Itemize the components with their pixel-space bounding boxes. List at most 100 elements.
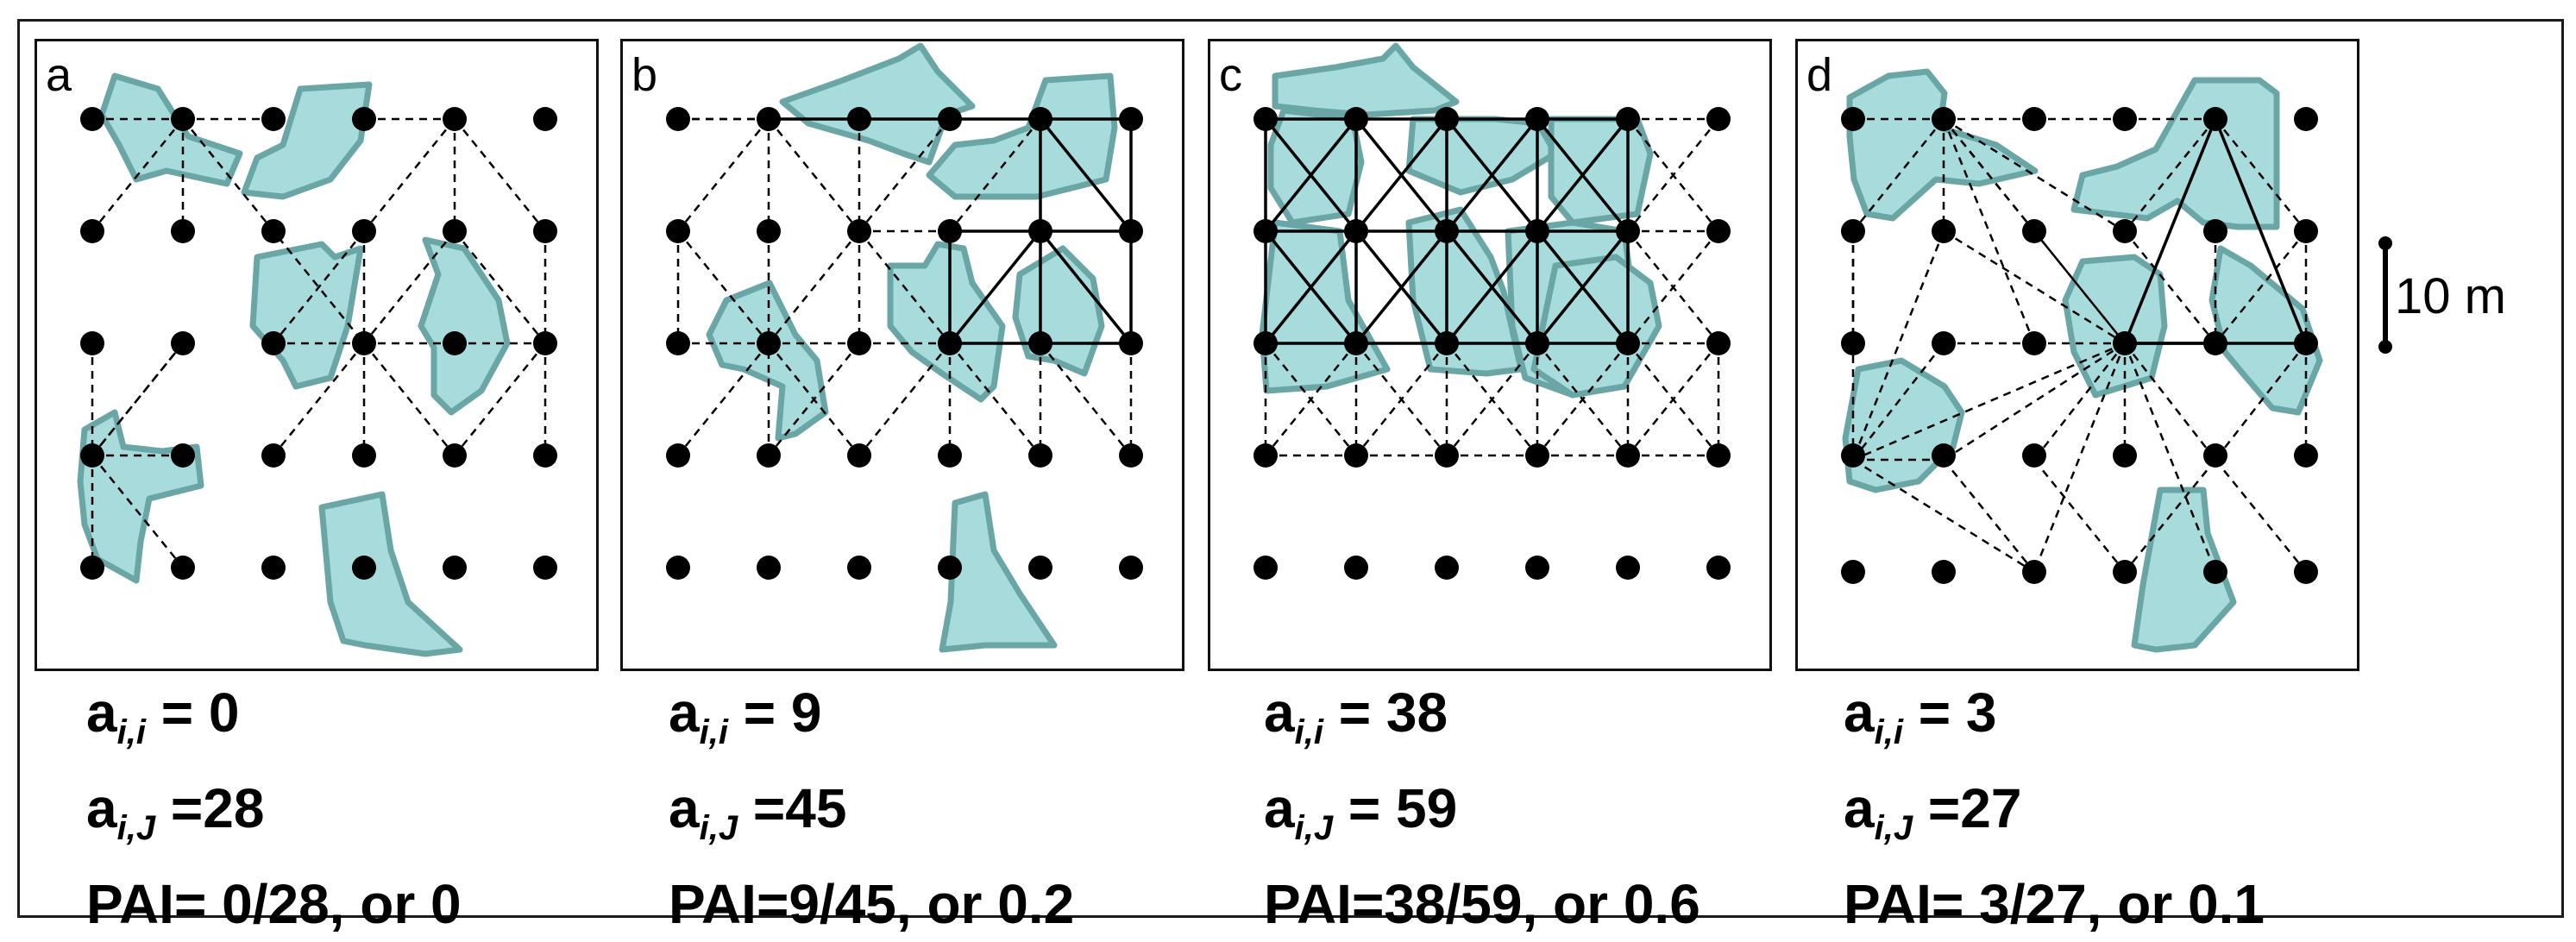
sample-point	[1616, 331, 1640, 355]
dashed-link	[2033, 230, 2126, 344]
habitat-patch	[2070, 77, 2280, 230]
sample-point	[443, 219, 467, 243]
sample-point	[1616, 556, 1640, 580]
panel-letter: b	[631, 49, 658, 101]
sample-point	[443, 556, 467, 580]
sample-point	[1435, 219, 1459, 243]
dashed-link	[768, 230, 860, 344]
panel-c-graph	[1253, 42, 1731, 580]
habitat-patch	[249, 241, 364, 390]
panel-letter: d	[1806, 49, 1833, 101]
dashed-link	[1852, 118, 1945, 232]
habitat-patch	[779, 42, 976, 166]
sample-point	[443, 331, 467, 355]
habitat-patch	[926, 72, 1118, 200]
solid-link	[1536, 117, 1630, 233]
habitat-patch	[98, 72, 243, 187]
habitat-patch	[318, 491, 463, 657]
sample-point	[1525, 107, 1549, 131]
sample-point	[352, 219, 376, 243]
sample-point	[757, 331, 781, 355]
panel-c-stats: ai,i = 38 ai,J = 59 PAI=38/59, or 0.6	[1264, 675, 1885, 942]
sample-point	[1435, 443, 1459, 468]
dashed-link	[1627, 118, 1719, 232]
scale-label: 10 m	[2395, 268, 2506, 324]
sample-point	[1253, 331, 1278, 355]
sample-point	[1525, 331, 1549, 355]
sample-point	[1119, 107, 1143, 131]
habitat-patch	[1272, 42, 1460, 118]
sample-point	[2294, 560, 2318, 584]
sample-point	[261, 219, 286, 243]
dashed-link	[91, 455, 184, 568]
dashed-link	[363, 230, 456, 344]
sample-point	[1119, 331, 1143, 355]
sample-point	[1932, 219, 1956, 243]
sample-point	[1253, 107, 1278, 131]
aii-line: ai,i = 38	[1264, 681, 1448, 751]
aii-line: ai,i = 0	[86, 681, 240, 751]
dashed-link	[2124, 118, 2216, 232]
sample-point	[1344, 331, 1368, 355]
sample-point	[847, 443, 871, 468]
aij-line: ai,J = 59	[1264, 777, 1458, 847]
sample-point	[757, 107, 781, 131]
sample-point	[1119, 219, 1143, 243]
sample-point	[1344, 107, 1368, 131]
panel-d-graph	[1841, 68, 2323, 653]
aij-line: ai,J =28	[86, 777, 265, 847]
dashed-link	[91, 342, 184, 456]
sample-point	[938, 443, 962, 468]
sample-point	[2022, 219, 2046, 243]
sample-point	[847, 556, 871, 580]
sample-point	[1435, 556, 1459, 580]
habitat-patch	[2208, 245, 2323, 416]
dashed-link	[2033, 342, 2126, 461]
sample-point	[261, 331, 286, 355]
sample-point	[1841, 107, 1865, 131]
aij-line: ai,J =45	[669, 777, 847, 847]
scale-bar-end	[2378, 340, 2392, 354]
sample-point	[1706, 331, 1731, 355]
sample-point	[1344, 443, 1368, 468]
sample-point	[1525, 556, 1549, 580]
dashed-link	[1943, 459, 2035, 573]
dashed-link	[2124, 459, 2216, 573]
sample-point	[2113, 560, 2137, 584]
panel-a-stats: ai,i = 0 ai,J =28 PAI= 0/28, or 0	[86, 675, 707, 942]
dashed-link	[2033, 459, 2126, 573]
sample-point	[1344, 556, 1368, 580]
sample-point	[2022, 107, 2046, 131]
sample-point	[2022, 443, 2046, 468]
dashed-link	[1040, 342, 1132, 456]
sample-point	[1253, 556, 1278, 580]
sample-point	[1706, 219, 1731, 243]
sample-point	[2203, 107, 2227, 131]
habitat-patch	[706, 279, 829, 442]
sample-point	[533, 107, 557, 131]
habitat-patch	[1548, 116, 1654, 226]
sample-point	[1932, 443, 1956, 468]
sample-point	[757, 443, 781, 468]
dashed-link	[768, 342, 860, 456]
dashed-link	[768, 118, 860, 232]
dashed-link	[1627, 230, 1719, 344]
habitat-patch	[1842, 357, 1965, 493]
dashed-link	[454, 230, 546, 344]
panel-d: d	[1795, 39, 2359, 671]
sample-point	[938, 331, 962, 355]
dashed-link	[1627, 342, 1719, 456]
sample-point	[666, 443, 690, 468]
panel-letter: c	[1219, 49, 1242, 101]
dashed-link	[2124, 230, 2216, 344]
dashed-link	[1355, 342, 1448, 456]
solid-link	[948, 229, 1042, 345]
sample-point	[1028, 107, 1052, 131]
dashed-link	[858, 342, 951, 456]
dashed-link	[858, 118, 951, 232]
pai-line: PAI=9/45, or 0.2	[669, 873, 1075, 935]
sample-point	[2022, 331, 2046, 355]
dashed-link	[91, 118, 184, 232]
sample-point	[1344, 219, 1368, 243]
sample-point	[171, 219, 195, 243]
